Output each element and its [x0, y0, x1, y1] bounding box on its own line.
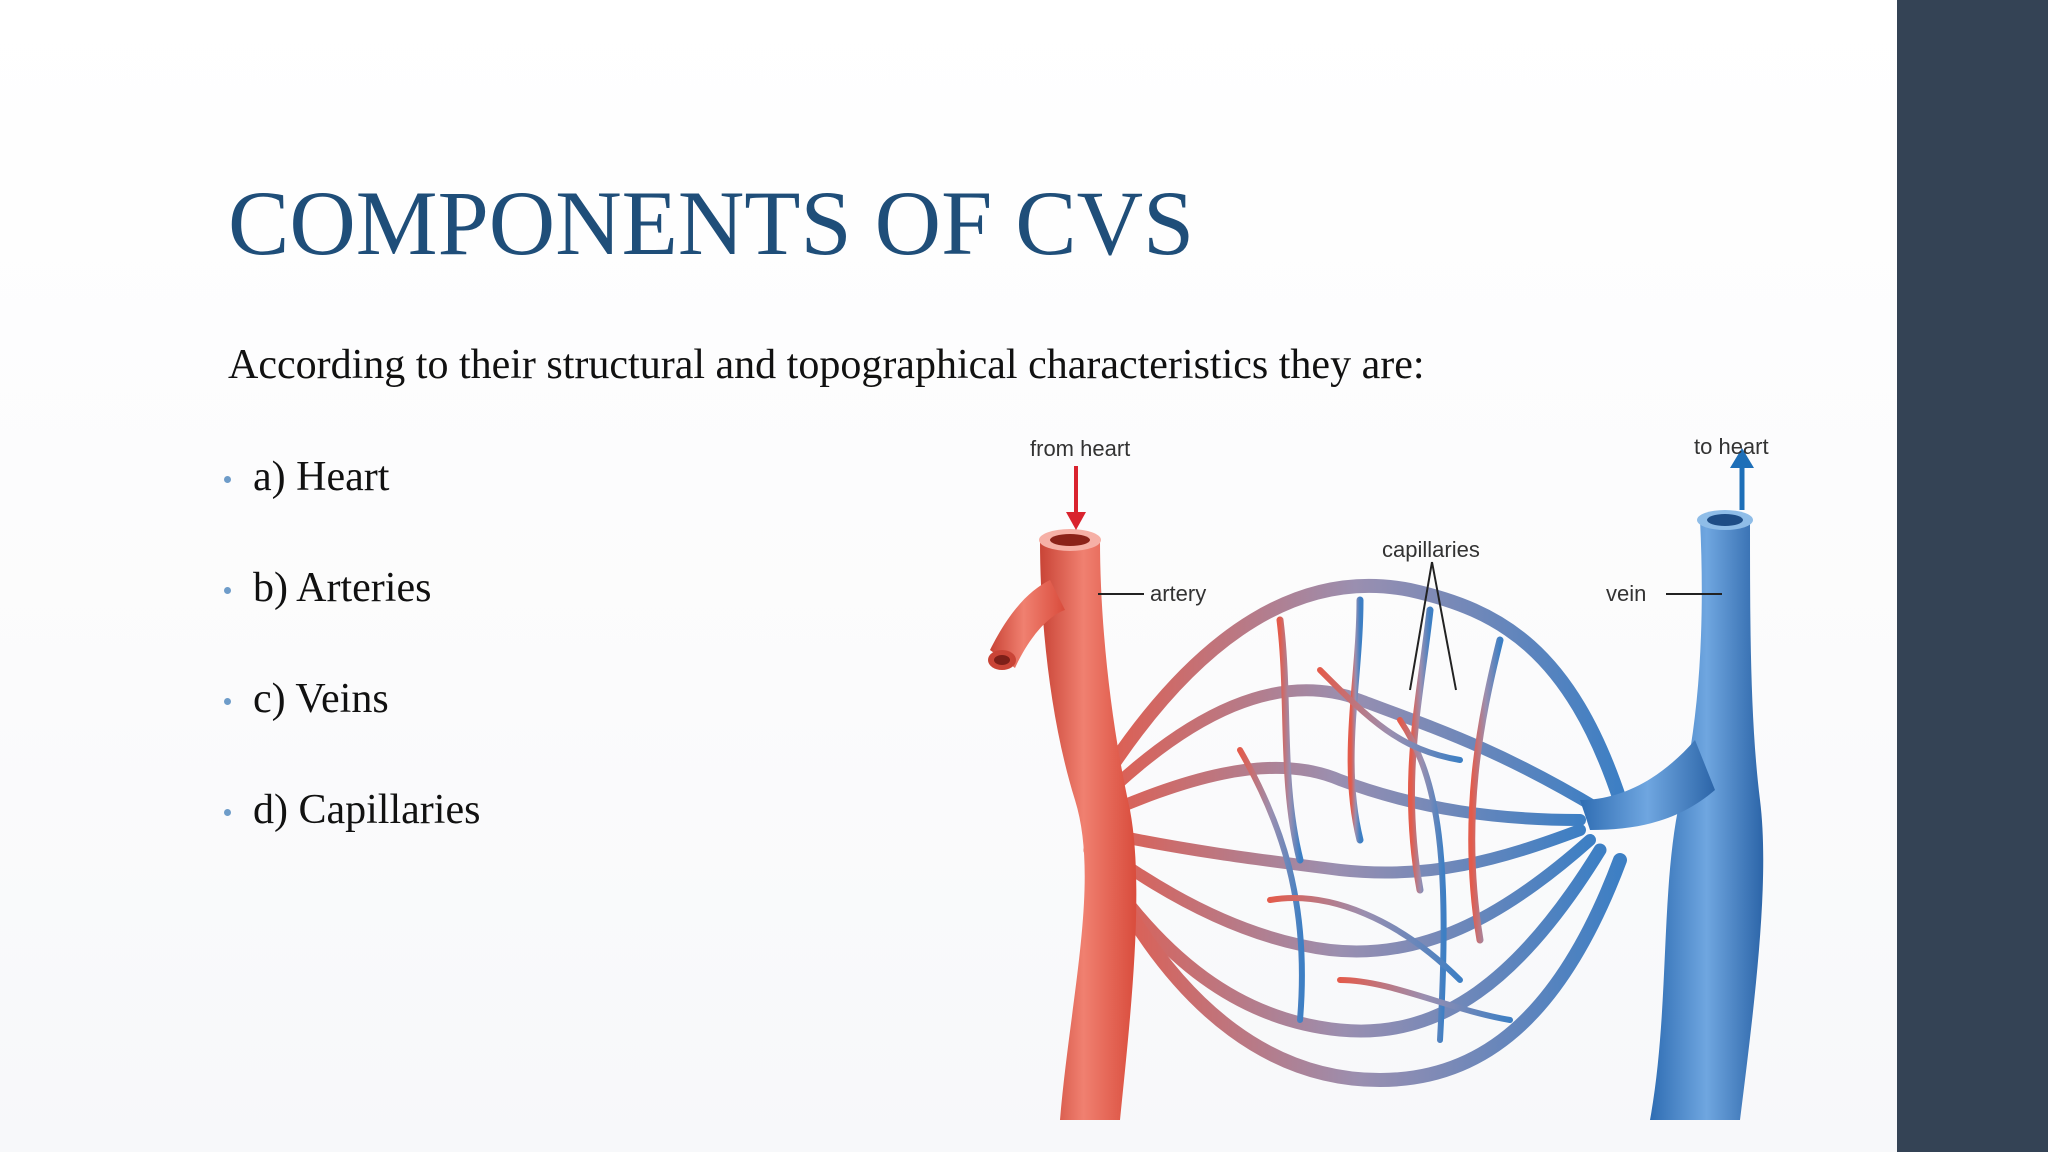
capillaries-label: capillaries: [1382, 537, 1480, 562]
to-heart-arrow-icon: [1730, 448, 1754, 510]
bullet-icon: [224, 475, 231, 483]
bullet-label: b) Arteries: [253, 565, 432, 611]
bullet-list: a) Heart b) Arteries c) Veins d) Capilla…: [224, 450, 480, 894]
vein-vessel: [1580, 510, 1764, 1120]
list-item: d) Capillaries: [224, 783, 480, 837]
vessel-illustration: from heart to heart artery capillaries v…: [988, 434, 1769, 1120]
blood-vessel-diagram: from heart to heart artery capillaries v…: [980, 420, 1820, 1140]
bullet-icon: [224, 808, 231, 816]
vein-label: vein: [1606, 581, 1646, 606]
artery-label: artery: [1150, 581, 1206, 606]
from-heart-arrow-icon: [1066, 466, 1086, 530]
capillary-network: [1083, 578, 1627, 1088]
bullet-icon: [224, 697, 231, 705]
bullet-label: c) Veins: [253, 676, 389, 722]
bullet-icon: [224, 586, 231, 594]
bullet-label: a) Heart: [253, 454, 390, 500]
list-item: c) Veins: [224, 672, 480, 726]
side-accent-bar: [1897, 0, 2048, 1152]
intro-text: According to their structural and topogr…: [228, 342, 1425, 388]
leader-lines: [1098, 561, 1722, 691]
list-item: a) Heart: [224, 450, 480, 504]
from-heart-label: from heart: [1030, 436, 1130, 461]
list-item: b) Arteries: [224, 561, 480, 615]
slide-title: COMPONENTS OF CVS: [228, 172, 1195, 274]
to-heart-label: to heart: [1694, 434, 1769, 459]
artery-vessel: [988, 529, 1137, 1120]
bullet-label: d) Capillaries: [253, 787, 481, 833]
